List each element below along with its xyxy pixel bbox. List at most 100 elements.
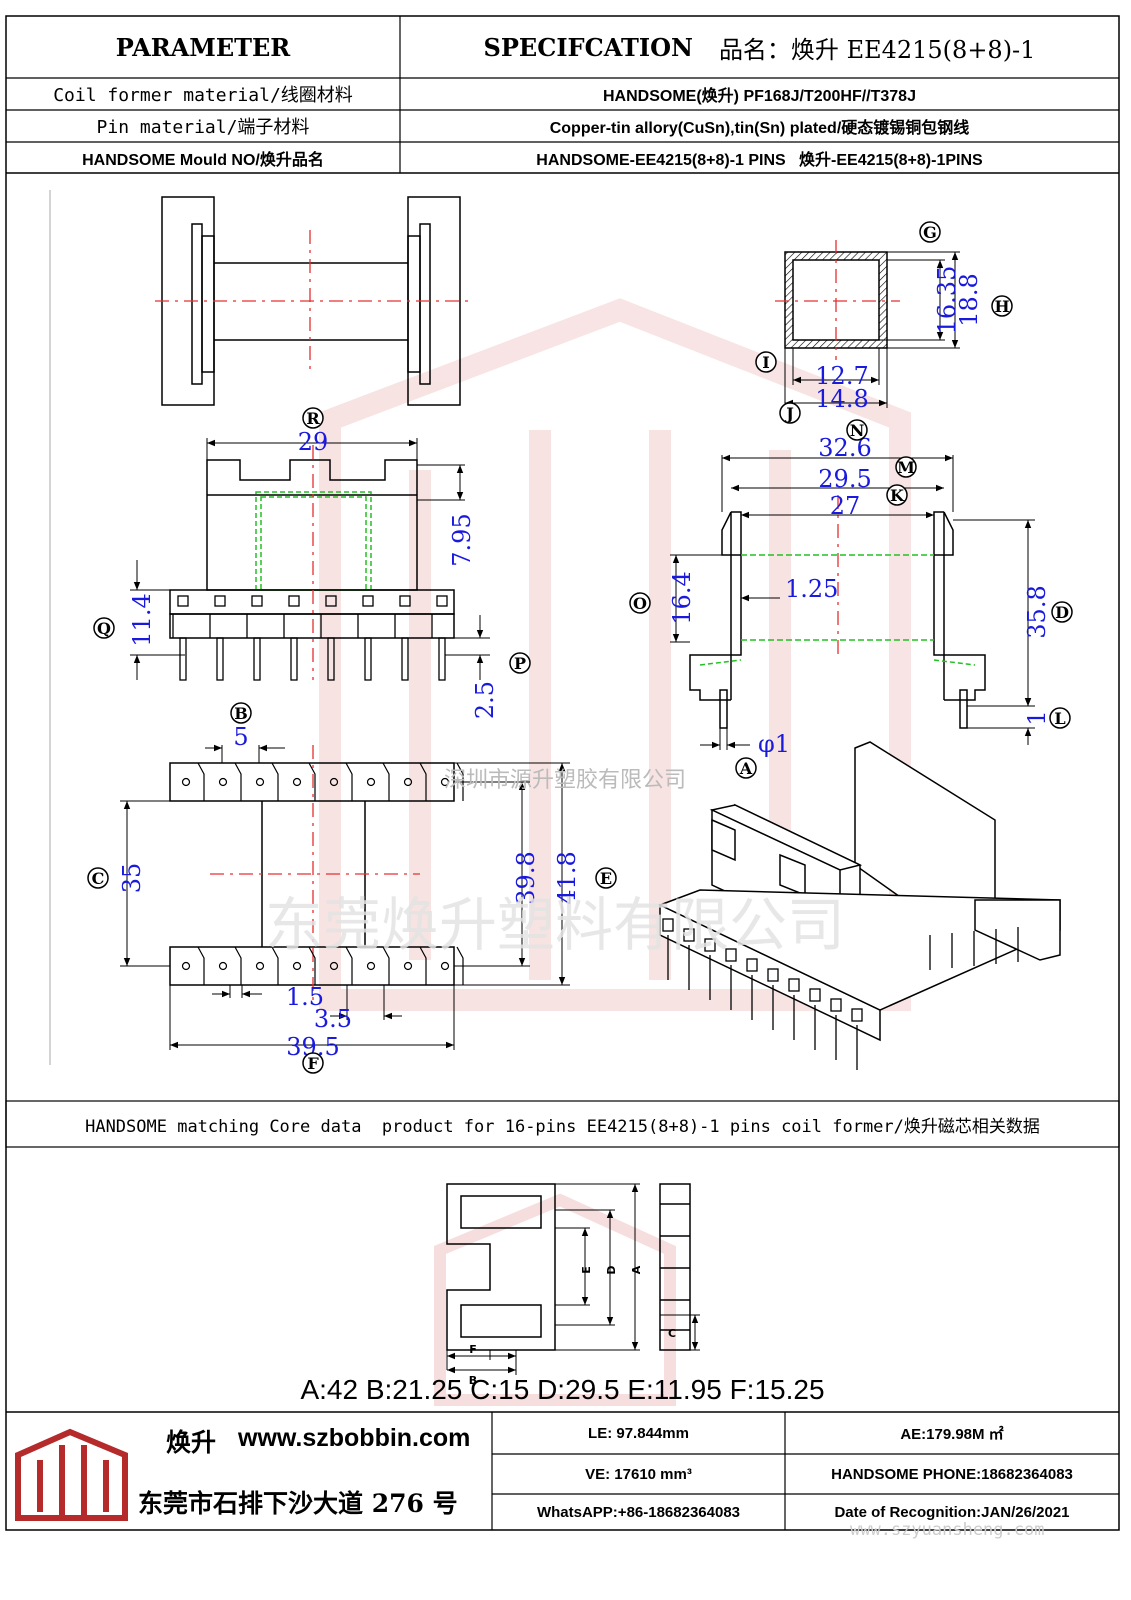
bottom-pin-hole <box>329 777 339 787</box>
param-mould-no: HANDSOME Mould NO/焕升品名 <box>82 151 324 169</box>
iso-pin-slot <box>683 928 695 942</box>
label-circle-g <box>919 221 941 243</box>
phone-value: HANDSOME PHONE:18682364083 <box>831 1465 1073 1483</box>
core-label-f: F <box>469 1343 477 1356</box>
label-c: C <box>92 869 105 888</box>
bottom-pin-groove <box>419 762 427 801</box>
iso-pin-slot <box>830 998 842 1012</box>
watermark-logo <box>319 298 911 1011</box>
label-j: J <box>784 404 794 423</box>
dim-35: 35 <box>118 863 146 894</box>
label-circle-d <box>1051 601 1073 623</box>
footer-website[interactable]: www.szbobbin.com <box>238 1424 471 1452</box>
label-circle-f <box>302 1052 324 1074</box>
label-l: L <box>1054 709 1065 728</box>
bottom-pin-groove <box>308 762 316 801</box>
product-name-label: 品名：焕升 EE4215(8+8)-1 <box>718 35 1036 64</box>
label-n: N <box>850 421 865 440</box>
whatsapp-value: WhatsAPP:+86-18682364083 <box>536 1503 741 1521</box>
footer-watermark-url: www.szyuansheng.com <box>850 1520 1045 1540</box>
spec-mould-no: HANDSOME-EE4215(8+8)-1 PINS 焕升-EE4215(8+… <box>536 151 983 169</box>
dim-14-8: 14.8 <box>815 385 868 413</box>
label-circle-m <box>895 456 917 478</box>
iso-pin-slot <box>851 1008 863 1022</box>
watermark-small-text: 深圳市源升塑胶有限公司 <box>444 768 686 793</box>
bottom-pin-groove <box>197 946 205 985</box>
dim-41-8: 41.8 <box>553 851 581 904</box>
front-pin-slot <box>325 595 337 607</box>
param-pin-material: Pin material/端子材料 <box>96 117 310 138</box>
ve-value: VE: 17610 mm³ <box>585 1465 692 1483</box>
bottom-pin-groove <box>382 946 390 985</box>
label-r: R <box>306 409 320 428</box>
label-o: O <box>633 594 647 613</box>
label-circle-k <box>886 484 908 506</box>
core-label-e: E <box>580 1266 593 1274</box>
dim-1: 1 <box>1023 710 1051 725</box>
specification-header: SPECIFCATION 品名：焕升 EE4215(8+8)-1 <box>400 16 1119 78</box>
label-a: A <box>739 759 753 778</box>
label-k: K <box>890 486 905 505</box>
spec-pin-material: Copper-tin allory(CuSn),tin(Sn) plated/硬… <box>549 120 970 137</box>
front-pin <box>216 637 224 681</box>
label-circle-o <box>629 592 651 614</box>
dim-5: 5 <box>233 723 248 751</box>
front-pin <box>327 637 335 681</box>
bottom-pin-groove <box>271 946 279 985</box>
core-data-title: HANDSOME matching Core data product for … <box>85 1116 1040 1137</box>
front-pin-slot <box>436 595 448 607</box>
isometric-pins <box>662 918 1019 1070</box>
iso-pin-slot <box>704 938 716 952</box>
iso-pin-slot <box>767 968 779 982</box>
bottom-pin-groove <box>234 946 242 985</box>
label-h: H <box>994 297 1009 316</box>
label-circle-l <box>1049 707 1071 729</box>
label-circle-c <box>87 867 109 889</box>
iso-pin-slot <box>788 978 800 992</box>
dim-39-8: 39.8 <box>512 851 540 904</box>
footer-brand: 焕升 <box>166 1428 217 1457</box>
bottom-pin-groove <box>271 762 279 801</box>
bottom-pin-hole <box>218 777 228 787</box>
spec-coil-material: HANDSOME(焕升) PF168J/T200HF//T378J <box>603 88 916 105</box>
dim-16-35: 16.35 <box>933 266 961 335</box>
dim-18-8: 18.8 <box>955 273 983 326</box>
bottom-pin-hole <box>440 961 450 971</box>
bottom-pin-groove <box>382 762 390 801</box>
bottom-pin-hole <box>366 777 376 787</box>
dim-phi-1: φ1 <box>758 730 790 758</box>
core-values: A:42 B:21.25 C:15 D:29.5 E:11.95 F:15.25 <box>300 1374 825 1405</box>
dim-7-95: 7.95 <box>448 513 476 566</box>
bottom-pin-groove <box>456 762 464 801</box>
core-watermark-logo <box>434 1193 676 1406</box>
bottom-pin-groove <box>197 762 205 801</box>
front-pin-slot <box>362 595 374 607</box>
bottom-pin-groove <box>308 946 316 985</box>
front-pin-slot <box>288 595 300 607</box>
iso-pin-slot <box>809 988 821 1002</box>
front-pin-slot <box>251 595 263 607</box>
top-view <box>155 196 470 406</box>
label-p: P <box>514 654 526 673</box>
label-circle-i <box>755 351 777 373</box>
bottom-pin-hole <box>181 961 191 971</box>
label-q: Q <box>97 619 111 638</box>
dim-27: 27 <box>830 492 861 520</box>
label-f: F <box>307 1054 319 1073</box>
specification-title: SPECIFCATION <box>483 32 693 62</box>
core-label-d: D <box>605 1265 618 1274</box>
bottom-pin-groove <box>345 762 353 801</box>
bottom-pin-hole <box>218 961 228 971</box>
iso-pin-slot <box>662 918 674 932</box>
front-view-pins <box>172 595 448 681</box>
parameter-header: PARAMETER <box>115 32 291 62</box>
ae-value: AE:179.98M ㎡ <box>900 1425 1004 1443</box>
bottom-view-pins <box>181 762 464 985</box>
front-view <box>169 445 455 680</box>
dim-16-4: 16.4 <box>668 571 696 624</box>
dim-29: 29 <box>298 428 329 456</box>
